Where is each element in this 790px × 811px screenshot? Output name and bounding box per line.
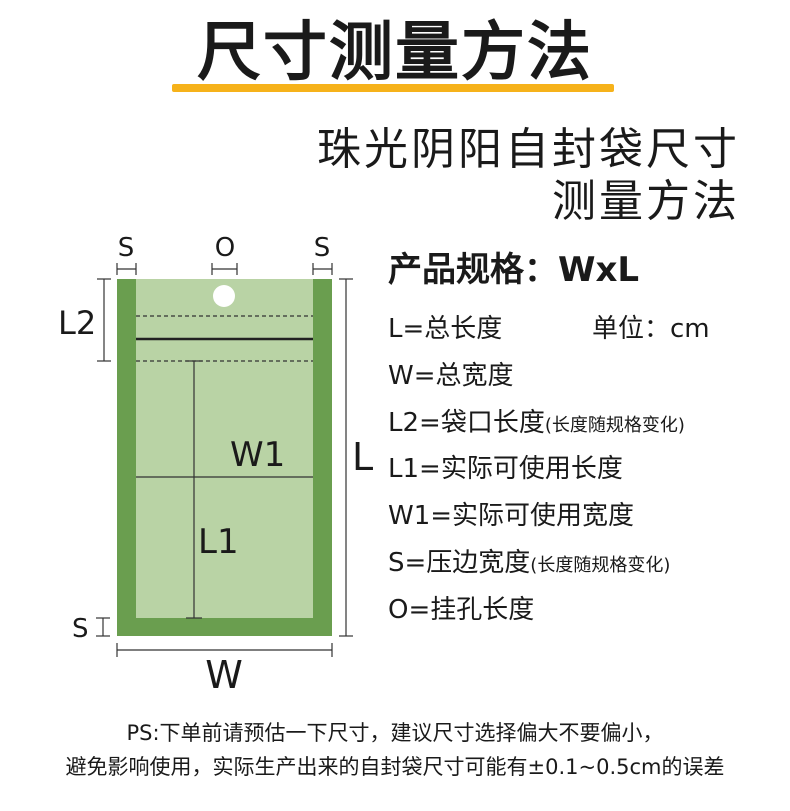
label-w1: W1 xyxy=(230,435,285,475)
label-s-top-right: S xyxy=(314,233,331,263)
label-l: L xyxy=(352,435,373,479)
legend-main: S=压边宽度 xyxy=(388,548,531,578)
label-s-top-left: S xyxy=(118,233,135,263)
note-line-2: 避免影响使用，实际生产出来的自封袋尺寸可能有±0.1~0.5cm的误差 xyxy=(65,755,725,779)
legend-main: W1=实际可使用宽度 xyxy=(388,501,635,531)
title-underline xyxy=(172,84,614,92)
subtitle-line-2: 测量方法 xyxy=(552,176,740,227)
legend-item: S=压边宽度(长度随规格变化) xyxy=(388,546,670,583)
legend-item: L1=实际可使用长度 xyxy=(388,452,623,489)
legend-main: L1=实际可使用长度 xyxy=(388,454,623,484)
note-line-1: PS:下单前请预估一下尺寸，建议尺寸选择偏大不要偏小， xyxy=(126,721,664,745)
label-l2: L2 xyxy=(58,304,96,342)
subtitle-line-1: 珠光阴阳自封袋尺寸 xyxy=(317,124,740,175)
bag-inner xyxy=(136,279,313,618)
spec-title: 产品规格：WxL xyxy=(388,250,640,290)
label-w: W xyxy=(205,653,243,697)
s-right-dimension xyxy=(312,263,333,275)
s-bottom-dimension xyxy=(96,617,110,637)
hang-hole xyxy=(213,285,235,307)
s-left-dimension xyxy=(116,263,137,275)
legend-item: W=总宽度 xyxy=(388,359,514,396)
label-o: O xyxy=(215,233,235,263)
legend-note: (长度随规格变化) xyxy=(530,555,671,576)
legend-main: L2=袋口长度 xyxy=(388,408,545,438)
legend-main: O=挂孔长度 xyxy=(388,595,535,625)
legend-item: L2=袋口长度(长度随规格变化) xyxy=(388,406,685,443)
legend-item: W1=实际可使用宽度 xyxy=(388,499,634,536)
unit-label: 单位：cm xyxy=(592,314,710,344)
label-s-bottom: S xyxy=(72,614,89,644)
l-dimension xyxy=(339,278,353,637)
legend-main: L=总长度 xyxy=(388,314,503,344)
w-dimension xyxy=(116,643,333,657)
label-l1: L1 xyxy=(198,522,239,562)
legend-item: L=总长度 xyxy=(388,312,502,349)
page-title: 尺寸测量方法 xyxy=(197,16,593,90)
legend-item: O=挂孔长度 xyxy=(388,593,534,630)
o-dimension xyxy=(211,263,238,275)
l2-dimension xyxy=(97,278,111,362)
legend-main: W=总宽度 xyxy=(388,361,514,391)
legend-note: (长度随规格变化) xyxy=(544,415,685,436)
